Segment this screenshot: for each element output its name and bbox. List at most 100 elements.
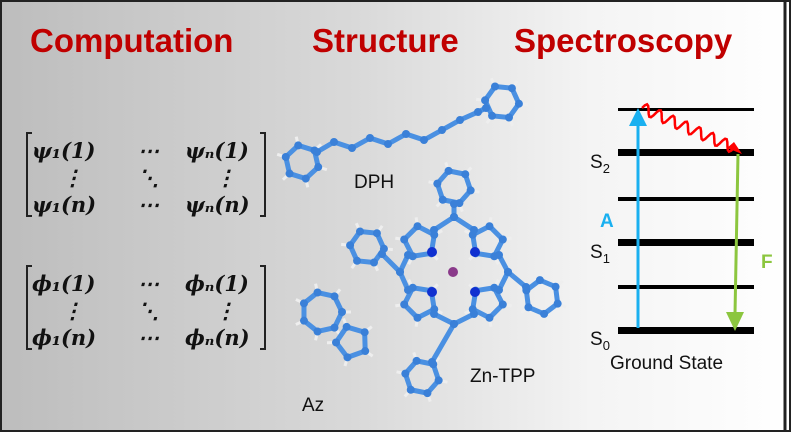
carbon-atom: [504, 268, 512, 276]
carbon-atom: [372, 229, 381, 238]
energy-level-diagram: S2 S1 S0 A F Ground State: [590, 102, 773, 374]
carbon-atom: [285, 169, 294, 178]
carbon-atom: [498, 300, 507, 309]
carbon-atom: [474, 108, 482, 116]
carbon-atom: [450, 200, 458, 208]
fluorescence-arrow: [733, 153, 740, 315]
carbon-atom: [470, 310, 478, 318]
matrix-dots: ⋮: [215, 298, 236, 323]
zinc-atom: [448, 267, 458, 277]
carbon-atom: [456, 116, 464, 124]
carbon-atom: [507, 84, 516, 93]
carbon-atom: [360, 328, 369, 337]
carbon-atom: [301, 174, 310, 183]
carbon-atom: [412, 356, 421, 365]
matrix-cell: ϕₙ(n): [185, 325, 250, 350]
carbon-atom: [485, 222, 494, 231]
matrix-cell: ϕₙ(1): [185, 271, 249, 296]
nitrogen-atom: [470, 247, 480, 257]
relaxation-arrowhead: [727, 142, 742, 154]
carbon-atom: [369, 258, 378, 267]
carbon-atom: [402, 130, 410, 138]
carbon-atom: [400, 235, 409, 244]
carbon-atom: [294, 141, 303, 150]
title-computation: Computation: [30, 22, 234, 59]
title-structure: Structure: [312, 22, 459, 59]
matrix-dots: ⋱: [138, 298, 159, 323]
label-s1: S1: [590, 242, 610, 266]
carbon-atom: [540, 309, 549, 318]
carbon-atom: [485, 313, 494, 322]
matrix-cell: ψₙ(n): [185, 192, 250, 217]
carbon-atom: [450, 320, 458, 328]
energy-level-s0: [618, 327, 754, 334]
carbon-atom: [404, 286, 412, 294]
carbon-atom: [553, 299, 562, 308]
carbon-atom: [332, 338, 341, 347]
energy-level: [618, 197, 754, 201]
carbon-atom: [433, 179, 442, 188]
chemical-bond: [379, 251, 403, 275]
label-s0: S0: [590, 329, 610, 353]
matrix-brackets: [26, 132, 266, 217]
matrix-dots: ⋯: [138, 192, 160, 217]
matrix-dots: ⋯: [138, 325, 160, 350]
relaxation-wavy-arrow: [641, 102, 735, 154]
matrix-dots: ⋮: [215, 165, 236, 190]
carbon-atom: [338, 308, 346, 316]
carbon-atom: [353, 256, 362, 265]
matrix-cell: ψₙ(1): [185, 138, 249, 163]
carbon-atom: [330, 138, 338, 146]
matrix-cell: ψ₁(1): [32, 138, 95, 163]
label-dph: DPH: [354, 172, 394, 193]
carbon-atom: [514, 99, 523, 108]
energy-level: [618, 285, 754, 289]
carbon-atom: [330, 323, 339, 332]
carbon-atom: [299, 316, 308, 325]
nitrogen-atom: [427, 247, 437, 257]
carbon-atom: [430, 310, 438, 318]
carbon-atom: [495, 286, 503, 294]
carbon-atom: [356, 227, 365, 236]
carbon-atom: [434, 376, 443, 385]
carbon-atom: [438, 195, 447, 204]
nitrogen-atom: [427, 287, 437, 297]
chemical-bond: [429, 321, 457, 365]
carbon-atom: [384, 140, 392, 148]
carbon-atom: [481, 96, 490, 105]
carbon-atom: [404, 251, 412, 259]
carbon-atom: [342, 322, 351, 331]
carbon-atom: [361, 347, 370, 356]
carbon-atom: [495, 251, 503, 259]
carbon-atom: [313, 327, 322, 336]
phi-matrix: ϕ₁(1) ⋯ ϕₙ(1) ⋮ ⋱ ⋮ ϕ₁(n) ⋯ ϕₙ(n): [26, 265, 266, 350]
carbon-atom: [366, 134, 374, 142]
label-az: Az: [302, 395, 324, 416]
carbon-atom: [330, 292, 339, 301]
carbon-atom: [491, 82, 500, 91]
carbon-atom: [428, 358, 436, 366]
carbon-atom: [504, 113, 513, 122]
carbon-atom: [551, 282, 560, 291]
carbon-atom: [281, 152, 290, 161]
carbon-atom: [348, 144, 356, 152]
carbon-atom: [401, 369, 410, 378]
energy-level-s2: [618, 149, 754, 156]
label-s2: S2: [590, 152, 610, 176]
title-spectroscopy: Spectroscopy: [514, 22, 733, 59]
energy-level-s1: [618, 239, 754, 246]
carbon-atom: [450, 213, 458, 221]
carbon-atom: [313, 288, 322, 297]
fluorescence-arrowhead: [726, 312, 744, 331]
carbon-atom: [438, 126, 446, 134]
matrix-dots: ⋯: [138, 138, 160, 163]
carbon-atom: [420, 136, 428, 144]
carbon-atom: [522, 283, 530, 291]
carbon-atom: [346, 241, 355, 250]
absorption-arrowhead: [629, 108, 647, 126]
carbon-atom: [430, 226, 438, 234]
carbon-atom: [423, 389, 432, 398]
carbon-atom: [524, 303, 533, 312]
carbon-atom: [470, 226, 478, 234]
